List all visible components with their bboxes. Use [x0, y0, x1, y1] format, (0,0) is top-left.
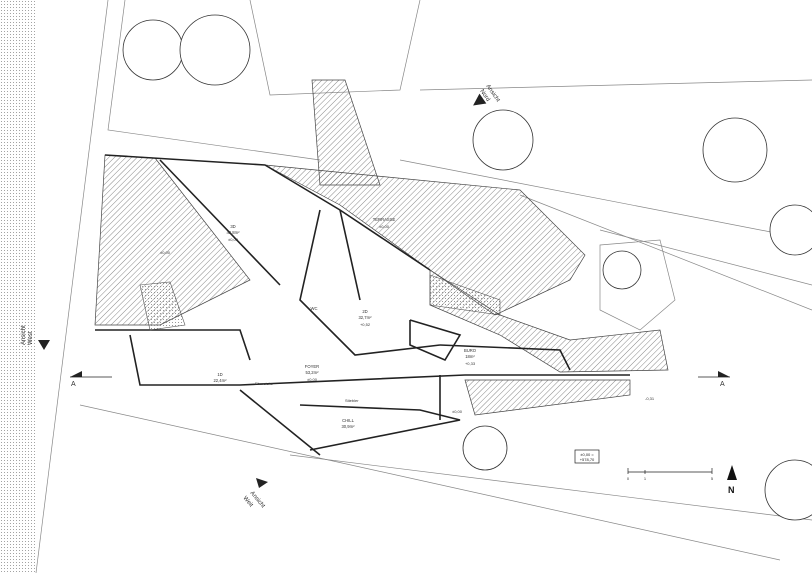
trees	[122, 14, 812, 521]
room-wc-name: WC	[311, 306, 318, 311]
view-marker-west: Ansicht West	[21, 325, 50, 350]
scale-bar: 0 1 5	[627, 468, 714, 481]
elev-foyer-south: ±0,00	[452, 409, 463, 414]
tree	[462, 425, 508, 471]
room-3d-name: 3D	[230, 224, 235, 229]
svg-text:+578,70: +578,70	[580, 457, 595, 462]
room-labels: 3D 48,8m² ±0,00 TERRASSE ±0,00 2D 32,7m²…	[160, 217, 655, 429]
tree	[769, 204, 812, 256]
room-3d-elev: ±0,00	[228, 237, 239, 242]
level-box: ±0,00 = +578,70	[574, 449, 600, 464]
tree	[179, 14, 251, 86]
view-marker-north: Ansicht Nord	[473, 84, 501, 106]
room-foyer-area: 53,2m²	[305, 370, 319, 375]
tree	[472, 109, 534, 171]
svg-text:0: 0	[627, 476, 630, 481]
tree	[764, 459, 812, 521]
room-terrasse-name: TERRASSE	[373, 217, 396, 222]
svg-text:A: A	[720, 381, 725, 388]
room-buro-name: BURO	[464, 348, 477, 353]
svg-text:Ansicht: Ansicht	[21, 325, 27, 345]
svg-text:West: West	[28, 331, 34, 345]
room-3d-area: 48,8m²	[226, 230, 240, 235]
svg-text:1: 1	[644, 476, 647, 481]
room-foyer-name: FOYER	[305, 364, 319, 369]
elev-east: -0,31	[645, 396, 655, 401]
label-stiebler: Stiebler	[345, 398, 359, 403]
planting-areas	[139, 274, 501, 331]
room-chill-area: 30,9m²	[341, 424, 355, 429]
room-chill-name: CHILL	[342, 418, 355, 423]
elev-west-hatch: ±0,00	[160, 250, 171, 255]
room-terrasse-elev: ±0,00	[379, 224, 390, 229]
west-vegetation-strip	[0, 0, 36, 573]
tree	[122, 19, 184, 81]
building-walls	[95, 154, 630, 456]
label-ebereiche: Ebereiche	[255, 381, 274, 386]
north-arrow-icon: N	[727, 465, 737, 495]
tree	[602, 250, 642, 290]
section-marker-east: A	[698, 371, 730, 388]
view-marker-south: Ansicht Weit	[241, 478, 268, 510]
site-context-lines	[35, 0, 812, 573]
room-foyer-elev: ±0,00	[307, 377, 318, 382]
svg-text:5: 5	[711, 476, 714, 481]
room-buro-elev: +0,33	[465, 361, 476, 366]
svg-text:±0,00 =: ±0,00 =	[580, 452, 594, 457]
svg-text:N: N	[728, 485, 735, 495]
room-1d-name: 1D	[217, 372, 222, 377]
room-buro-area: 18m²	[465, 354, 475, 359]
section-marker-west: A	[70, 371, 112, 388]
room-2d-name: 2D	[362, 309, 367, 314]
room-2d-elev: +0,52	[360, 322, 371, 327]
tree	[702, 117, 768, 183]
hatched-areas	[94, 79, 669, 416]
room-2d-area: 32,7m²	[358, 315, 372, 320]
svg-text:A: A	[71, 381, 76, 388]
room-1d-area: 22,4m²	[213, 378, 227, 383]
